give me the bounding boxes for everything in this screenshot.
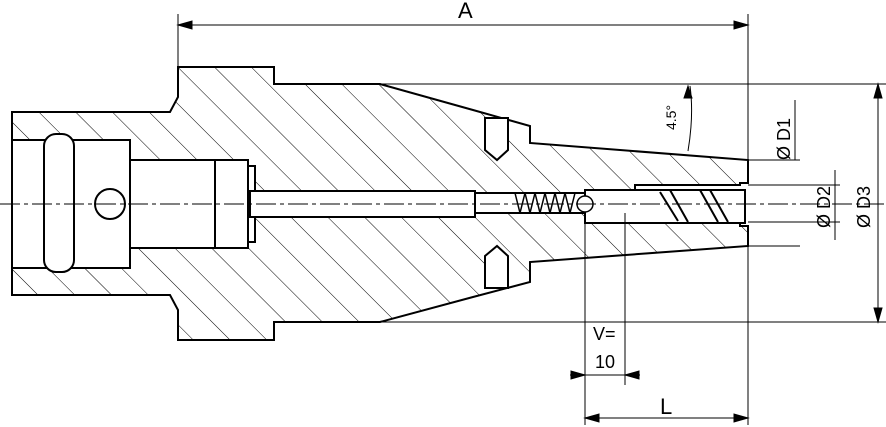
label-a: A: [458, 0, 473, 23]
label-angle: 4.5°: [663, 105, 679, 130]
dimension-l: [583, 246, 750, 425]
label-d1: Ø D1: [774, 118, 794, 160]
retention-ring: [43, 133, 75, 273]
label-d3: Ø D3: [854, 186, 874, 228]
label-v: V=: [593, 324, 616, 344]
diameter-dimensions: [274, 82, 886, 324]
set-screws: [484, 117, 509, 289]
label-d2: Ø D2: [814, 186, 834, 228]
dimension-a: [176, 14, 750, 160]
coolant-grooves: [659, 189, 729, 223]
dimension-v: [570, 213, 640, 425]
label-v-value: 10: [595, 352, 615, 372]
tool-bore: [584, 189, 746, 224]
label-l: L: [660, 394, 672, 419]
